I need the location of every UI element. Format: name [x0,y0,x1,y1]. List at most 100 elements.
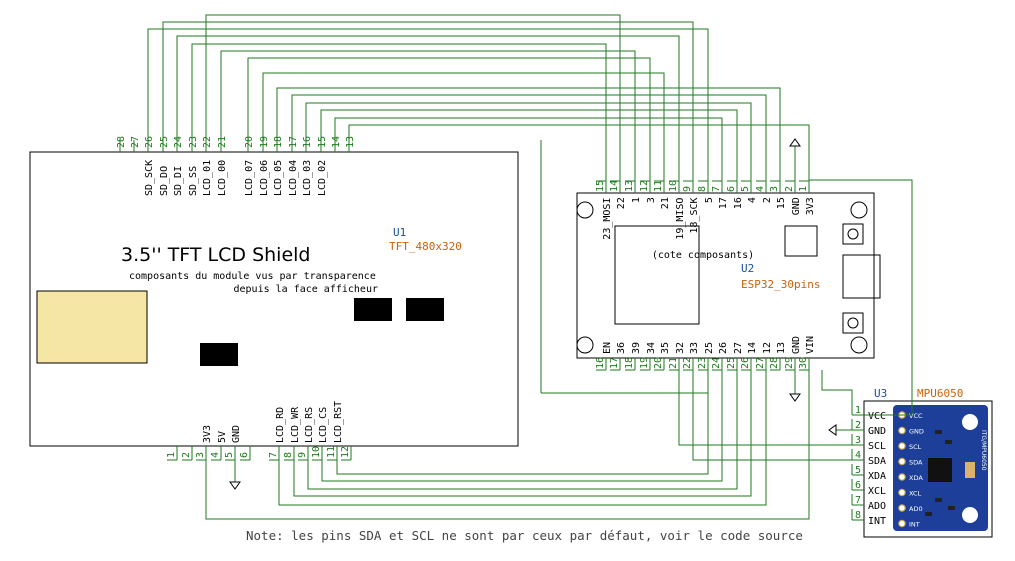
esp-top-pin-number: 11 [653,180,664,192]
mpu-board-label: XCL [909,490,922,498]
lcd-top-pin-number: 17 [288,136,299,148]
lcd-bottom-pin-label: LCD_CS [318,407,329,443]
mpu-pin-number: 5 [855,465,861,476]
mpu-board-label: XDA [909,474,923,482]
footnote: Note: les pins SDA et SCL ne sont par ce… [246,528,803,543]
mpu-smd-part [945,440,952,444]
lcd-bottom-pin-number: 5 [224,452,235,458]
button-boot [842,223,864,245]
esp-top-pin-label: 3V3 [805,197,816,215]
esp-top-pin-label: 3 [646,197,657,203]
esp-bottom-pin-number: 16 [595,357,606,369]
mpu-board-label: SCL [909,443,922,451]
lcd-top-pin-label: LCD_07 [244,160,255,196]
lcd-top-pin-label: SD_SCK [144,160,155,196]
esp-bottom-pin-number: 30 [798,357,809,369]
lcd-bottom-pin-number: 1 [166,452,177,458]
esp-bottom-pin-label: 39 [631,342,642,354]
lcd-top-pin-label: LCD_05 [273,160,284,196]
esp-bottom-pin-label: 27 [733,342,744,354]
esp32-body [576,192,875,359]
lcd-top-pin-number: 15 [317,136,328,148]
lcd-top-pin-number: 26 [144,136,155,148]
wire [220,50,636,181]
esp-top-pin-number: 3 [769,186,780,192]
esp-bottom-pin-number: 23 [697,357,708,369]
esp-top-pin-number: 5 [740,186,751,192]
esp-top-pin-number: 6 [726,186,737,192]
lcd-top-pin-number: 19 [259,136,270,148]
lcd-bottom-pin-number: 10 [311,446,322,458]
mpu-pad [898,488,906,497]
lcd-value: TFT_480x320 [389,240,462,253]
lcd-ref: U1 [393,226,406,239]
mpu-pin-number: 2 [855,420,861,431]
esp-top-pin-number: 13 [624,180,635,192]
lcd-title: 3.5'' TFT LCD Shield [121,244,310,266]
esp-bottom-pin-label: 26 [718,342,729,354]
wire [276,87,781,181]
mount-hole-tl [576,201,594,219]
esp-bottom-pin-label: GND [791,336,802,354]
esp-bottom-pin-label: 33 [689,342,700,354]
esp-top-pin-number: 8 [697,186,708,192]
mpu-hole-top [962,414,978,430]
esp32-ref: U2 [741,262,754,275]
button-en-icon [847,317,859,329]
lcd-bottom-pin-label: 5V [217,431,228,443]
mpu-value: MPU6050 [917,387,963,400]
chip-3 [200,343,238,366]
lcd-top-pin-label: SD_SS [188,166,199,196]
esp-bottom-pin-label: EN [602,342,613,354]
mpu-pad [898,504,906,512]
wire [247,57,651,181]
wire [291,94,767,181]
mpu-pin-label: SDA [868,456,886,467]
esp-top-pin-label: 1 [631,197,642,203]
mount-hole-br [850,336,868,354]
mpu-hole-bottom [962,507,978,523]
lcd-top-pin-label: LCD_04 [288,160,299,196]
button-boot-icon [847,228,859,240]
wire [176,35,680,181]
lcd-top-pin-label: LCD_01 [202,160,213,196]
lcd-bottom-pin-label: LCD_WR [290,406,301,443]
wire [821,370,853,404]
mpu-pin-label: SCL [868,441,886,452]
esp-bottom-pin-number: 24 [711,357,722,369]
mpu-pin-number: 7 [855,495,861,506]
lcd-bottom-pin-label: LCD_RST [333,401,344,443]
esp-bottom-pin-number: 28 [769,357,780,369]
esp-bottom-pin-number: 27 [755,357,766,369]
lcd-top-pin-number: 28 [116,136,127,148]
esp-top-pin-label: 18_SCK [689,197,700,233]
esp32-side-label: (cote composants) [652,250,754,261]
esp-top-pin-number: 4 [755,186,766,192]
esp32-chip-shield [614,225,700,325]
lcd-top-pin-label: SD_DI [173,166,184,196]
esp-bottom-pin-label: 35 [660,342,671,354]
esp-bottom-pin-label: 36 [616,342,627,354]
esp-top-pin-number: 15 [595,180,606,192]
esp-bottom-pin-number: 25 [726,357,737,369]
usb-connector [842,254,881,299]
mpu-board-label: AD0 [909,505,923,513]
esp-bottom-pin-label: 25 [704,342,715,354]
mpu-pin-label: ADO [868,501,886,512]
wire [278,370,767,506]
ground-icon [789,138,801,147]
esp-top-pin-number: 2 [784,186,795,192]
esp-bottom-pin-number: 26 [740,357,751,369]
esp-top-pin-label: 21 [660,197,671,209]
button-en [842,312,864,334]
esp-top-pin-number: 7 [711,186,722,192]
esp-top-pin-label: 16 [733,197,744,209]
wire [678,370,852,446]
wire [205,14,621,181]
wire [147,28,709,181]
lcd-top-pin-number: 20 [244,136,255,148]
wire [348,124,810,181]
lcd-subtitle-2: depuis la face afficheur [234,284,379,295]
lcd-top-pin-label: LCD_00 [217,160,228,196]
